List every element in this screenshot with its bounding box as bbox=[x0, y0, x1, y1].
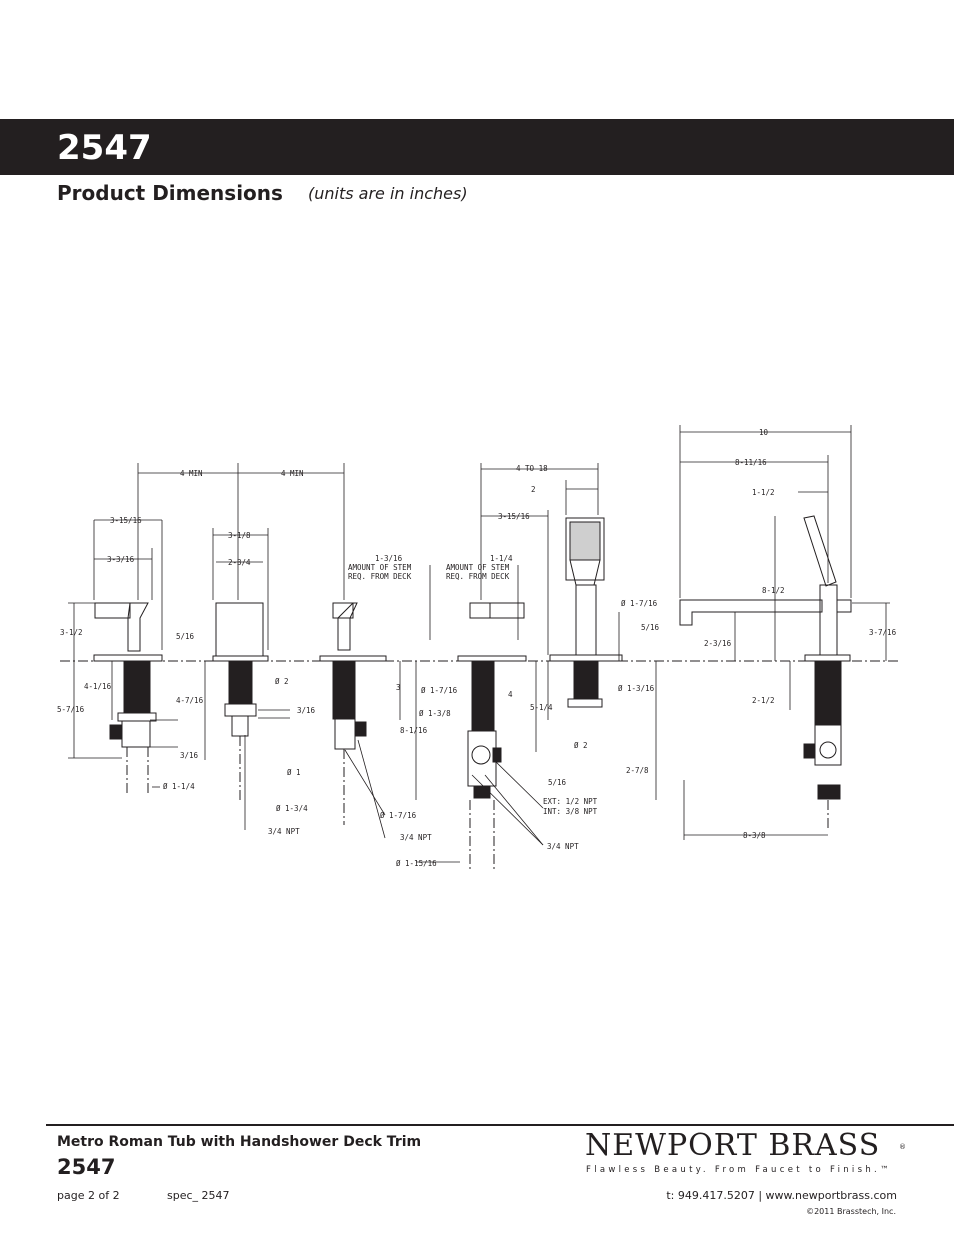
dimension-lines bbox=[68, 425, 890, 863]
dim-8-3-8: 8-3/8 bbox=[743, 831, 766, 840]
registered-mark: ® bbox=[899, 1143, 906, 1151]
dim-dia-1-7-16-c: Ø 1-7/16 bbox=[380, 811, 417, 820]
dim-3-3-16: 3-3/16 bbox=[107, 555, 135, 564]
dim-8-1-16: 8-1/16 bbox=[400, 726, 428, 735]
brand-tagline: Flawless Beauty. From Faucet to Finish.™ bbox=[586, 1165, 892, 1175]
dim-3-1-8: 3-1/8 bbox=[228, 531, 251, 540]
dim-dia-1-7-16-a: Ø 1-7/16 bbox=[621, 599, 658, 608]
handle-valve-1 bbox=[93, 602, 163, 795]
dim-stem-b-line2: REQ. FROM DECK bbox=[446, 572, 510, 581]
dim-dia-2-a: Ø 2 bbox=[275, 677, 289, 686]
dim-dia-1-1-4: Ø 1-1/4 bbox=[163, 782, 195, 791]
title-bar: 2547 bbox=[0, 119, 954, 175]
dim-stem-b-value: 1-1/4 bbox=[490, 554, 513, 563]
spec-id: spec_ 2547 bbox=[167, 1189, 230, 1202]
dim-4-1-16: 4-1/16 bbox=[84, 682, 112, 691]
diverter-valve-3 bbox=[319, 602, 387, 825]
dim-3-7-16: 3-7/16 bbox=[869, 628, 897, 637]
dim-dia-1: Ø 1 bbox=[287, 768, 301, 777]
spout-valve-2 bbox=[212, 602, 269, 800]
dim-npt-c: 3/4 NPT bbox=[547, 842, 579, 851]
dim-stem-b-line1: AMOUNT OF STEM bbox=[446, 563, 510, 572]
dim-3-16-a: 3/16 bbox=[297, 706, 316, 715]
dim-3-15-16-a: 3-15/16 bbox=[110, 516, 142, 525]
dim-5-16-c: 5/16 bbox=[548, 778, 567, 787]
dim-npt-a: 3/4 NPT bbox=[268, 827, 300, 836]
handle-valve-4 bbox=[457, 602, 527, 872]
dim-2-7-8: 2-7/8 bbox=[626, 766, 649, 775]
dim-4-7-16: 4-7/16 bbox=[176, 696, 204, 705]
dim-5-1-4: 5-1/4 bbox=[530, 703, 553, 712]
page-number: page 2 of 2 bbox=[57, 1189, 120, 1202]
product-name: Metro Roman Tub with Handshower Deck Tri… bbox=[57, 1134, 422, 1150]
dim-int-npt: INT: 3/8 NPT bbox=[543, 807, 598, 816]
dim-2: 2 bbox=[531, 485, 536, 494]
dim-8-11-16: 8-11/16 bbox=[735, 458, 767, 467]
dim-dia-2-b: Ø 2 bbox=[574, 741, 588, 750]
section-title: Product Dimensions bbox=[57, 181, 283, 205]
copyright: ©2011 Brasstech, Inc. bbox=[806, 1207, 896, 1216]
section-subtitle: (units are in inches) bbox=[308, 184, 468, 203]
dim-10: 10 bbox=[759, 428, 769, 437]
dim-3-15-16-b: 3-15/16 bbox=[498, 512, 530, 521]
contact-info: t: 949.417.5207 | www.newportbrass.com bbox=[666, 1189, 897, 1202]
dim-dia-1-3-8: Ø 1-3/8 bbox=[419, 709, 451, 718]
dim-ext-npt: EXT: 1/2 NPT bbox=[543, 797, 598, 806]
dim-3: 3 bbox=[396, 683, 401, 692]
brand-logo: NEWPORT BRASS bbox=[585, 1128, 881, 1163]
dim-npt-b: 3/4 NPT bbox=[400, 833, 432, 842]
dim-stem-a-line1: AMOUNT OF STEM bbox=[348, 563, 412, 572]
dim-4-min-a: 4 MIN bbox=[180, 469, 203, 478]
dim-dia-1-3-4: Ø 1-3/4 bbox=[276, 804, 308, 813]
dim-4-min-b: 4 MIN bbox=[281, 469, 304, 478]
handshower-holder-5 bbox=[549, 517, 623, 708]
dim-1-1-2: 1-1/2 bbox=[752, 488, 775, 497]
dim-dia-1-15-16: Ø 1-15/16 bbox=[396, 859, 437, 868]
dim-4: 4 bbox=[508, 690, 513, 699]
dim-5-16-b: 5/16 bbox=[641, 623, 660, 632]
footer-rule bbox=[46, 1124, 954, 1126]
product-number: 2547 bbox=[57, 1155, 116, 1179]
dim-dia-1-3-16: Ø 1-3/16 bbox=[618, 684, 655, 693]
dim-5-7-16: 5-7/16 bbox=[57, 705, 85, 714]
dimension-labels: 4 MIN 4 MIN 4 TO 18 10 8-11/16 1-1/2 2 3… bbox=[57, 428, 897, 868]
dim-stem-a-value: 1-3/16 bbox=[375, 554, 403, 563]
tub-spout-6 bbox=[679, 515, 852, 830]
dim-2-3-4: 2-3/4 bbox=[228, 558, 251, 567]
dim-stem-a-line2: REQ. FROM DECK bbox=[348, 572, 412, 581]
dim-4-to-18: 4 TO 18 bbox=[516, 464, 548, 473]
dim-8-1-2: 8-1/2 bbox=[762, 586, 785, 595]
dim-dia-1-7-16-b: Ø 1-7/16 bbox=[421, 686, 458, 695]
dim-3-1-2: 3-1/2 bbox=[60, 628, 83, 637]
dim-3-16-b: 3/16 bbox=[180, 751, 199, 760]
model-number: 2547 bbox=[57, 128, 152, 168]
dim-2-1-2: 2-1/2 bbox=[752, 696, 775, 705]
dim-2-3-16: 2-3/16 bbox=[704, 639, 732, 648]
dim-5-16-a: 5/16 bbox=[176, 632, 195, 641]
